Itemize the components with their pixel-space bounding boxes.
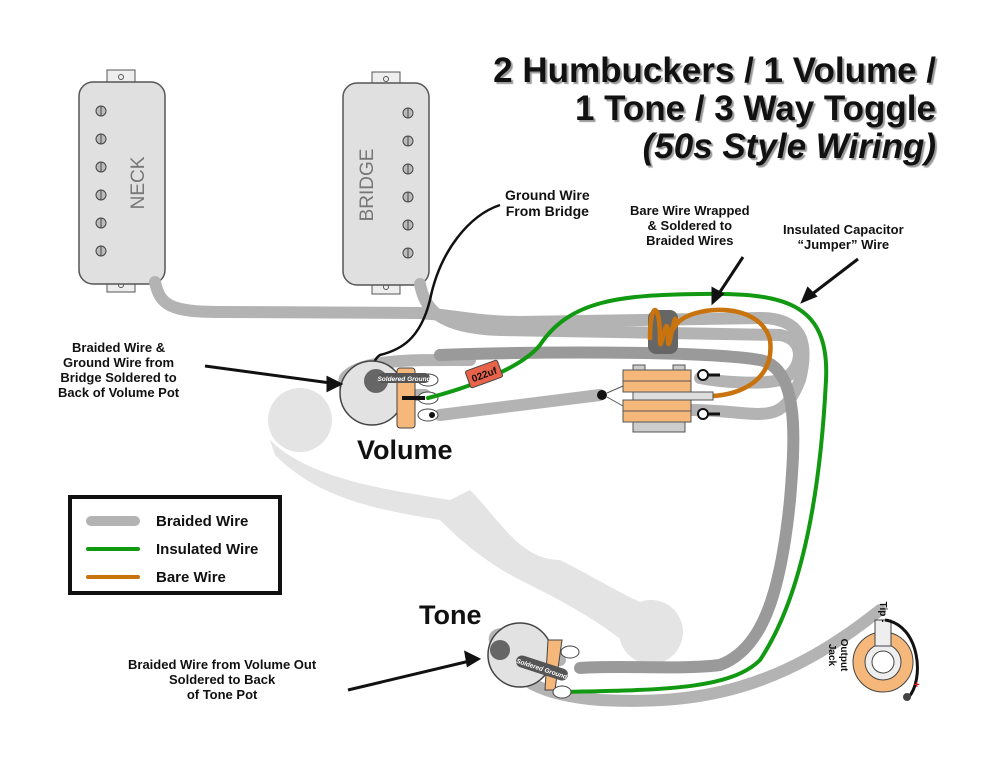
annotation-line: Braided Wire from Volume Out: [128, 657, 317, 672]
f-hole: [268, 388, 683, 664]
annotation-jumper-wire: Insulated Capacitor “Jumper” Wire: [783, 222, 904, 252]
capacitor: 022uf: [465, 359, 503, 389]
bridge-pickup: [342, 71, 430, 295]
annotation-line: From Bridge: [505, 203, 589, 219]
legend-item-insulated: Insulated Wire: [86, 537, 258, 561]
annotation-line: Insulated Capacitor: [783, 222, 904, 237]
title-line-1: 2 Humbuckers / 1 Volume /: [493, 51, 936, 90]
tone-label: Tone: [419, 600, 482, 630]
braided-wire-swatch: [86, 516, 140, 526]
braided-wire-output: [434, 346, 800, 674]
bare-wire-coil: [647, 307, 773, 399]
annotation-volume-pot: Braided Wire & Ground Wire from Bridge S…: [58, 340, 179, 400]
tone-pot: Soldered Ground: [487, 622, 580, 699]
title-line-3: (50s Style Wiring): [642, 127, 936, 166]
annotation-ground-wire: Ground Wire From Bridge: [505, 187, 590, 219]
arrow-bare-wire: [714, 256, 745, 299]
insulated-wire-capacitor: [426, 291, 829, 694]
legend: Braided Wire Insulated Wire Bare Wire: [68, 495, 282, 595]
annotation-line: Braided Wire &: [72, 340, 166, 355]
toggle-switch: [597, 364, 720, 433]
legend-item-bare: Bare Wire: [86, 565, 226, 589]
jack-tip-label: Tip -: [877, 602, 888, 623]
annotation-bare-wire: Bare Wire Wrapped & Soldered to Braided …: [630, 203, 750, 248]
annotation-line: “Jumper” Wire: [797, 237, 890, 252]
legend-label: Bare Wire: [156, 568, 226, 586]
neck-label: NECK: [128, 156, 149, 209]
neck-pickup: [78, 69, 166, 293]
volume-label: Volume: [357, 435, 453, 465]
arrow-tone-pot: [347, 658, 475, 692]
bridge-label: BRIDGE: [357, 149, 378, 222]
braided-wire-volume-toggle: [434, 389, 606, 421]
jack-label-jack: Jack: [826, 644, 837, 667]
arrow-volume-pot: [204, 364, 339, 386]
title-line-2: 1 Tone / 3 Way Toggle: [574, 89, 936, 128]
bare-wire-swatch: [86, 575, 140, 579]
jack-label-output: Output: [838, 639, 849, 672]
arrow-jumper-wire: [806, 257, 859, 300]
volume-solder-label: Soldered Ground: [377, 376, 431, 383]
volume-pot: Soldered Ground: [339, 360, 439, 429]
legend-item-braided: Braided Wire: [86, 509, 248, 533]
annotation-line: Braided Wires: [646, 233, 734, 248]
diagram-title: 2 Humbuckers / 1 Volume / 1 Tone / 3 Way…: [493, 52, 936, 166]
braided-wire-neck: [149, 276, 810, 420]
annotation-line: Ground Wire: [505, 187, 590, 203]
annotation-line: Soldered to Back: [168, 672, 276, 687]
annotation-tone-pot: Braided Wire from Volume Out Soldered to…: [128, 657, 316, 702]
jack-plus: +: [914, 680, 920, 691]
annotation-line: Back of Volume Pot: [58, 385, 180, 400]
legend-label: Braided Wire: [156, 512, 249, 530]
annotation-line: of Tone Pot: [186, 687, 258, 702]
annotation-line: Bridge Soldered to: [60, 370, 177, 385]
annotation-line: Ground Wire from: [63, 355, 175, 370]
legend-label: Insulated Wire: [156, 540, 259, 558]
braided-wire-bridge: [414, 278, 805, 389]
insulated-wire-swatch: [86, 547, 140, 551]
annotation-line: Bare Wire Wrapped: [630, 203, 750, 218]
annotation-line: & Soldered to: [647, 218, 733, 233]
output-jack: + Tip - Output Jack: [826, 602, 920, 701]
